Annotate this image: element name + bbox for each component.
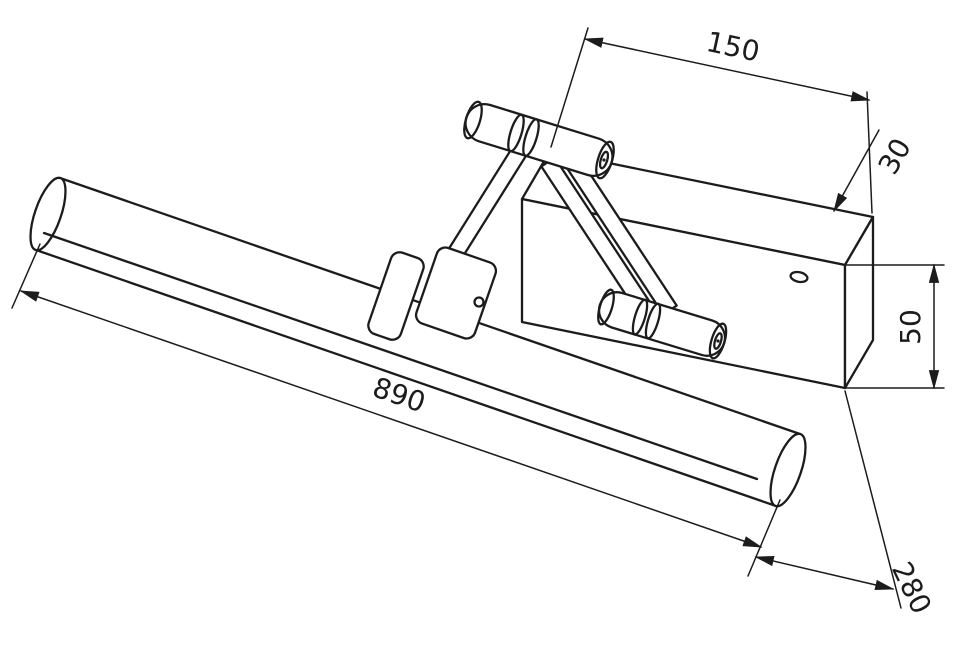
arm-link-left: [442, 138, 532, 268]
dim-150-extension-left: [550, 27, 589, 148]
upper-pivot-left-cap: [463, 100, 483, 140]
dim-30-leader: [833, 129, 880, 213]
lower-pivot-screw-dot: [716, 339, 720, 343]
dim-890-line: [19, 290, 763, 548]
dim-280-line: [754, 556, 895, 590]
upper-pivot-ring-2: [522, 118, 540, 157]
upper-pivot-screw-socket: [598, 150, 610, 170]
dim-890-extension-right: [747, 499, 781, 577]
bracket-right-face: [843, 215, 875, 390]
dim-150-extension-right: [866, 91, 873, 214]
tube-right-end-cap: [769, 432, 807, 508]
dimension-label-bracket-depth: 30: [872, 133, 918, 180]
upper-pivot-cylinder: [463, 100, 615, 180]
dimension-50-group: 50: [844, 263, 945, 390]
dimension-label-projection: 280: [885, 557, 938, 620]
upper-pivot-ring-1: [507, 113, 525, 153]
bracket-screw-hole: [789, 270, 809, 284]
dimension-label-bracket-height: 50: [894, 309, 927, 345]
dimension-label-bracket-width: 150: [703, 25, 762, 69]
dim-150-line: [583, 37, 871, 102]
upper-pivot-end-cap: [595, 140, 615, 180]
dimension-30-group: 30: [833, 129, 918, 213]
tube-left-end-cap: [29, 176, 67, 252]
dimension-280-group: 280: [754, 390, 938, 620]
upper-pivot-screw-dot: [602, 158, 606, 162]
dim-890-extension-left: [11, 243, 41, 309]
